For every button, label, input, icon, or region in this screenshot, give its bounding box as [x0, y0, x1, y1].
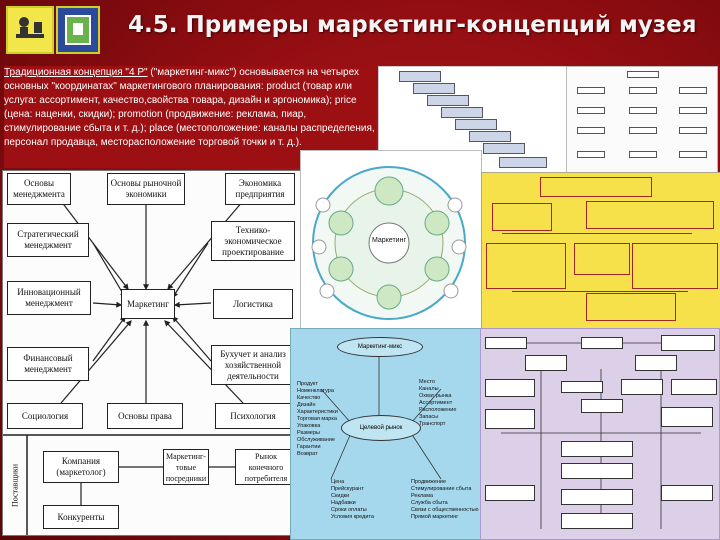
crest-icon — [65, 15, 91, 45]
target-market-oval: Целевой рынок — [341, 415, 421, 441]
four-p-diagram: Маркетинг-микс Целевой рынок Продукт Ном… — [290, 328, 482, 540]
box-sotsiologiya: Социология — [7, 403, 83, 429]
box-logistika: Логистика — [213, 289, 293, 319]
slide-title: 4.5. Примеры маркетинг-концепций музея — [128, 12, 697, 38]
box-marketing: Маркетинг — [121, 289, 175, 319]
product-block: Продукт Номенклатура Качество Дизайн Хар… — [297, 381, 357, 458]
intro-body: ("маркетинг-микс") основывается на четыр… — [4, 67, 375, 148]
connector-lines — [3, 200, 301, 535]
intro-lead: Традиционная концепция "4 P" — [4, 67, 148, 78]
box-postavshchiki: Поставщики — [10, 463, 20, 507]
logo-right — [56, 6, 100, 54]
circles-graphic — [311, 166, 467, 320]
circles-diagram: Маркетинг — [300, 150, 482, 330]
marketing-mix-oval: Маркетинг-микс — [337, 337, 423, 357]
box-osnovy-menedzhmenta: Основы менеджмента — [7, 173, 71, 205]
box-kompaniya: Компания (маркетолог) — [43, 451, 119, 483]
box-posredniki: Маркетинг-товые посредники — [163, 449, 209, 485]
box-psikhologiya: Психология — [215, 403, 291, 429]
box-tekhniko: Технико-экономическое проектирование — [211, 221, 295, 261]
promotion-items: Стимулирование сбыта Реклама Служба сбыт… — [411, 486, 479, 520]
box-ekonomika-predpriyatiya: Экономика предприятия — [225, 173, 295, 205]
box-osnovy-prava: Основы права — [107, 403, 183, 429]
box-innovatsionny: Инновационный менеджмент — [7, 281, 91, 315]
promotion-title: Продвижение — [411, 479, 447, 485]
price-title: Цена — [331, 479, 345, 485]
place-title: Место — [419, 379, 435, 385]
purple-flow-lines — [501, 342, 701, 529]
intro-text: Традиционная концепция "4 P" ("маркетинг… — [4, 66, 376, 168]
yellow-flow-diagram — [481, 172, 720, 330]
purple-flow-diagram — [480, 328, 720, 540]
four-p-lines — [320, 355, 442, 480]
product-title: Продукт — [297, 381, 318, 387]
logo-left — [6, 6, 54, 54]
box-rynok: Рынок конечного потребителя — [235, 449, 297, 485]
price-items: Прейскурант Скидки Надбавки Сроки оплаты… — [331, 486, 374, 520]
price-block: Цена Прейскурант Скидки Надбавки Сроки о… — [331, 479, 393, 521]
place-block: Место Каналы Охват рынка Ассортимент Рас… — [419, 379, 477, 428]
product-items: Номенклатура Качество Дизайн Характерист… — [297, 388, 338, 457]
box-strategicheskiy: Стратегический менеджмент — [7, 223, 89, 257]
box-buhuchet: Бухучет и анализ хозяйственной деятельно… — [211, 345, 295, 385]
box-finansovy: Финансовый менеджмент — [7, 347, 89, 381]
place-items: Каналы Охват рынка Ассортимент Расположе… — [419, 386, 457, 427]
promotion-block: Продвижение Стимулирование сбыта Реклама… — [411, 479, 479, 521]
disciplines-diagram: Основы менеджмента Основы рыночной эконо… — [2, 170, 302, 536]
box-konkurenty: Конкуренты — [43, 505, 119, 529]
person-desk-icon — [16, 17, 44, 38]
box-osnovy-rynochnoy: Основы рыночной экономики — [107, 173, 185, 205]
org-chart-image — [566, 66, 718, 174]
circles-center-label: Маркетинг — [371, 237, 407, 244]
